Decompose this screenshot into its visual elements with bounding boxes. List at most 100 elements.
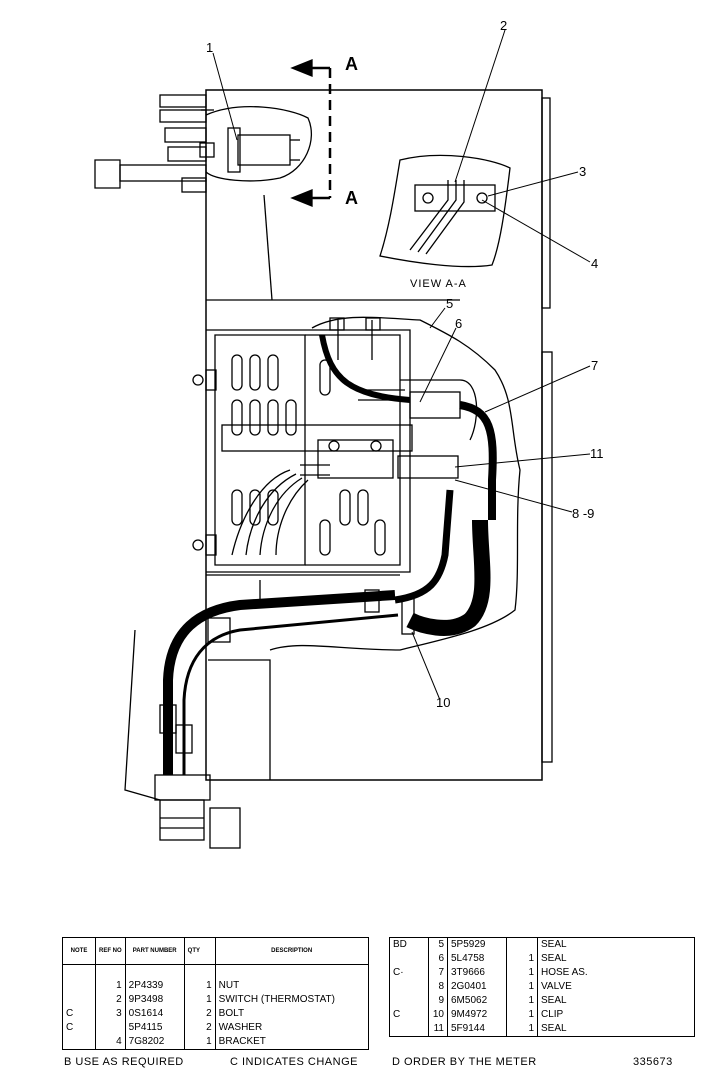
- legend-use-as-required: B USE AS REQUIRED: [64, 1056, 184, 1068]
- cell-desc: BOLT: [218, 1007, 245, 1019]
- cell-note: [62, 1034, 96, 1049]
- cell-desc: CLIP: [541, 1009, 564, 1020]
- callout-5: 5: [446, 296, 453, 311]
- table-row: 6 5L4758 1 SEAL: [389, 952, 695, 966]
- table-row: [62, 964, 369, 979]
- leader-lines: [212, 29, 591, 701]
- table-row: C 5P4115 2 WASHER: [62, 1020, 369, 1035]
- section-mark-top: A: [345, 54, 358, 74]
- callout-6: 6: [455, 316, 462, 331]
- cell-ref: 7: [428, 966, 448, 980]
- view-label: VIEW A-A: [410, 278, 467, 290]
- cell-desc: SEAL: [541, 995, 567, 1006]
- cell-part: 2G0401: [447, 980, 507, 994]
- table-row: C· 7 3T9666 1 HOSE AS.: [389, 966, 695, 980]
- cell-ref: 6: [428, 952, 448, 966]
- cell-desc: VALVE: [541, 981, 572, 992]
- thermostat-switch-cutaway: [94, 94, 312, 193]
- callout-10: 10: [436, 695, 450, 710]
- drawing-number: 335673: [633, 1056, 673, 1068]
- cell-qty: 2: [184, 1006, 216, 1021]
- cell-part: 2P4339: [125, 978, 185, 993]
- table-row: 11 5F9144 1 SEAL: [389, 1022, 695, 1037]
- cell-qty: 1: [506, 994, 538, 1008]
- cell-qty: 1: [506, 980, 538, 994]
- cell-note: [389, 994, 429, 1008]
- callout-4: 4: [591, 256, 598, 271]
- lower-hoses: [124, 589, 399, 849]
- table-row: 8 2G0401 1 VALVE: [389, 980, 695, 994]
- legend-indicates-change: C INDICATES CHANGE: [230, 1056, 358, 1068]
- cell-ref: [95, 1020, 126, 1035]
- cell-part: 9M4972: [447, 1008, 507, 1022]
- cell-qty: 1: [506, 1008, 538, 1022]
- housing: [205, 89, 553, 781]
- section-arrows: [290, 59, 332, 207]
- cell-note: C·: [389, 966, 429, 980]
- callout-1: 1: [206, 40, 213, 55]
- section-mark-bottom: A: [345, 188, 358, 208]
- table-row: C 3 0S1614 2 BOLT: [62, 1006, 369, 1021]
- callout-7: 7: [591, 358, 598, 373]
- cell-note: [62, 978, 96, 993]
- header-desc: DESCRIPTION: [215, 937, 369, 965]
- table-header: NOTE REF NO PART NUMBER QTY DESCRIPTION: [62, 937, 369, 965]
- cell-ref: 11: [428, 1022, 448, 1037]
- callout-labels: 1 2 3 4 5 6 7 8 -9 10 11 A A VIEW A-A: [206, 18, 604, 710]
- cell-part: 6M5062: [447, 994, 507, 1008]
- cell-part: 0S1614: [125, 1006, 185, 1021]
- cell-desc: SWITCH (THERMOSTAT): [218, 993, 335, 1005]
- cell-ref: 5: [428, 937, 448, 952]
- cell-part: 7G8202: [125, 1034, 185, 1049]
- cell-desc: WASHER: [218, 1021, 263, 1033]
- cell-desc: NUT: [218, 979, 240, 991]
- cell-note: [62, 992, 96, 1007]
- parts-table-left: NOTE REF NO PART NUMBER QTY DESCRIPTION …: [62, 937, 369, 1050]
- header-qty: QTY: [184, 937, 216, 965]
- cell-qty: [506, 937, 538, 952]
- cell-qty: 2: [184, 1020, 216, 1035]
- cell-qty: 1: [506, 1022, 538, 1037]
- table-row: C 10 9M4972 1 CLIP: [389, 1008, 695, 1022]
- cell-note: [389, 952, 429, 966]
- table-row: 9 6M5062 1 SEAL: [389, 994, 695, 1008]
- cell-note: C: [62, 1006, 96, 1021]
- cell-note: BD: [389, 937, 429, 952]
- cell-desc: SEAL: [541, 953, 567, 964]
- legend-order-by-meter: D ORDER BY THE METER: [392, 1056, 537, 1068]
- cell-part: 9P3498: [125, 992, 185, 1007]
- cell-qty: 1: [184, 978, 216, 993]
- header-part: PART NUMBER: [125, 937, 185, 965]
- cell-note: [389, 1022, 429, 1037]
- cell-qty: 1: [184, 992, 216, 1007]
- callout-11: 11: [590, 446, 604, 461]
- cell-note: [389, 980, 429, 994]
- cell-ref: 1: [95, 978, 126, 993]
- callout-3: 3: [579, 164, 586, 179]
- table-row: 4 7G8202 1 BRACKET: [62, 1034, 369, 1049]
- cell-ref: 9: [428, 994, 448, 1008]
- cell-ref: 2: [95, 992, 126, 1007]
- cell-desc: SEAL: [541, 939, 567, 950]
- cell-part: 5P5929: [447, 937, 507, 952]
- cell-note: C: [62, 1020, 96, 1035]
- cell-ref: 8: [428, 980, 448, 994]
- header-ref: REF NO: [95, 937, 126, 965]
- cell-part: 5L4758: [447, 952, 507, 966]
- view-a-a-inset: [379, 154, 511, 268]
- cell-note: C: [389, 1008, 429, 1022]
- cell-ref: 3: [95, 1006, 126, 1021]
- cell-ref: 4: [95, 1034, 126, 1049]
- heater-compartment: [192, 329, 413, 573]
- cell-part: 3T9666: [447, 966, 507, 980]
- cell-qty: 1: [506, 966, 538, 980]
- parts-diagram: 1 2 3 4 5 6 7 8 -9 10 11 A A VIEW A-A: [94, 18, 604, 849]
- cell-qty: 1: [506, 952, 538, 966]
- cell-desc: SEAL: [541, 1023, 567, 1034]
- cell-part: 5F9144: [447, 1022, 507, 1037]
- cell-desc: BRACKET: [218, 1035, 266, 1047]
- cell-ref: 10: [428, 1008, 448, 1022]
- callout-8-9: 8 -9: [572, 506, 594, 521]
- cell-part: 5P4115: [125, 1020, 185, 1035]
- cell-qty: 1: [184, 1034, 216, 1049]
